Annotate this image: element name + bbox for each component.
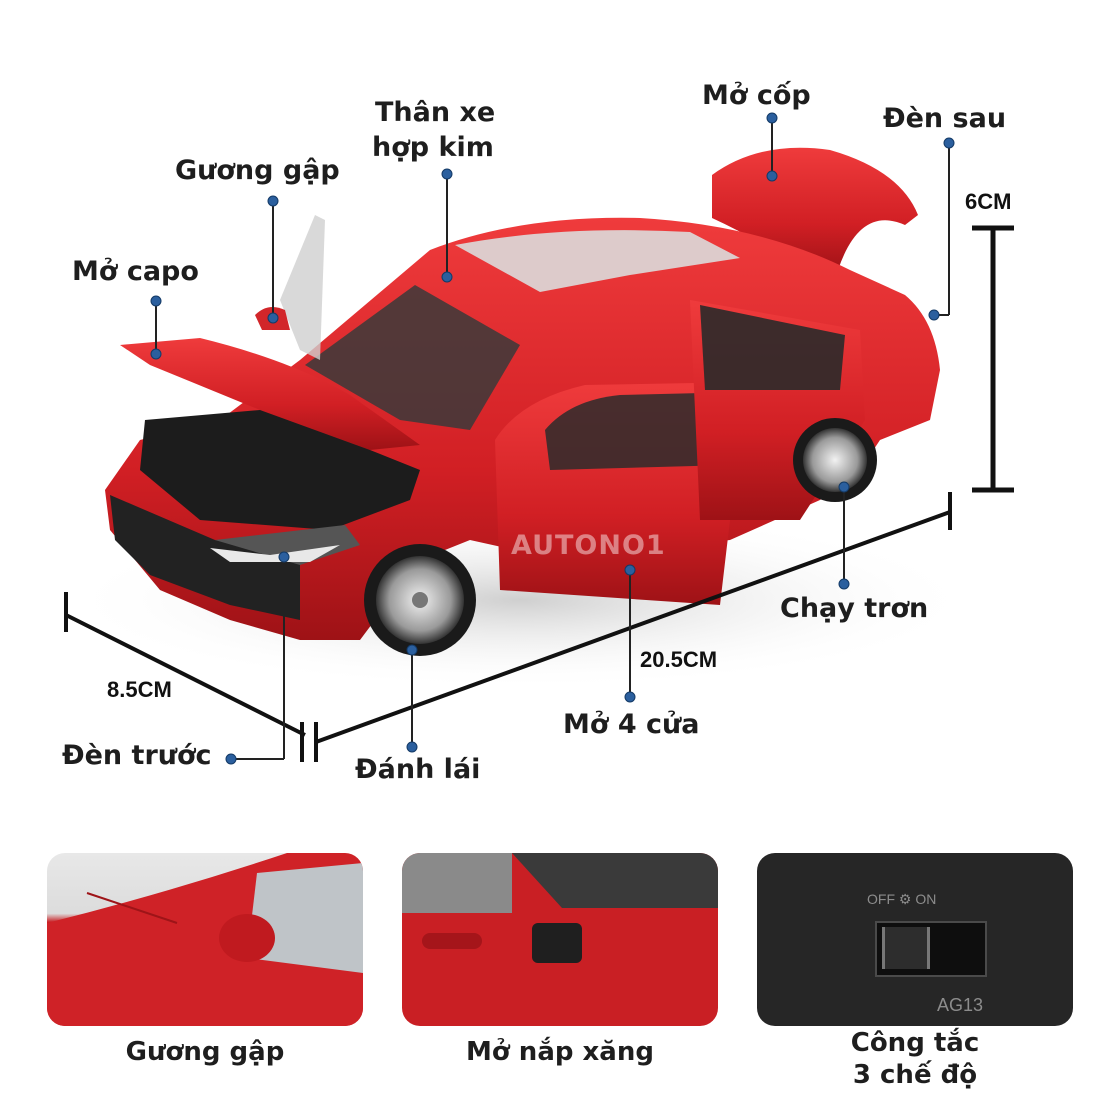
dimension-width: 8.5CM bbox=[107, 677, 172, 702]
callout-dot bbox=[267, 195, 279, 207]
thumbnail-fuel-cap bbox=[402, 853, 718, 1026]
leader-line bbox=[155, 301, 157, 354]
callout-dot bbox=[441, 271, 453, 283]
leader-line bbox=[629, 570, 631, 697]
callout-mo-capo: Mở capo bbox=[72, 256, 199, 287]
callout-dot bbox=[278, 551, 290, 563]
dimension-height: 6CM bbox=[965, 189, 1012, 214]
switch-knob bbox=[882, 927, 930, 969]
callout-guong-gap: Gương gập bbox=[175, 155, 340, 186]
leader-line bbox=[948, 143, 950, 315]
callout-than-xe-line2: hợp kim bbox=[372, 132, 494, 163]
callout-dot bbox=[406, 644, 418, 656]
caption-switch-line1: Công tắc bbox=[850, 1028, 980, 1058]
callout-dot bbox=[838, 578, 850, 590]
callout-danh-lai: Đánh lái bbox=[355, 754, 481, 785]
switch-label: OFF ⚙ ON bbox=[867, 891, 937, 907]
callout-than-xe-line1: Thân xe bbox=[375, 97, 496, 128]
leader-line bbox=[283, 557, 285, 759]
leader-line bbox=[771, 118, 773, 176]
caption-mirror: Gương gập bbox=[125, 1037, 285, 1067]
fuel-cap-photo bbox=[402, 853, 718, 963]
callout-dot bbox=[267, 312, 279, 324]
thumbnail-switch: OFF ⚙ ON AG13 bbox=[757, 853, 1073, 1026]
callout-dot bbox=[624, 564, 636, 576]
model-code: AG13 bbox=[937, 995, 984, 1015]
callout-dot bbox=[150, 295, 162, 307]
caption-switch-line2: 3 chế độ bbox=[852, 1060, 978, 1090]
callout-den-sau: Đèn sau bbox=[883, 103, 1007, 134]
watermark: AUTONO1 bbox=[511, 530, 666, 561]
car-illustration bbox=[60, 147, 1014, 762]
leader-line bbox=[934, 314, 949, 316]
callout-dot bbox=[624, 691, 636, 703]
caption-fuel-cap: Mở nắp xăng bbox=[466, 1037, 654, 1067]
callout-dot bbox=[766, 170, 778, 182]
callout-dot bbox=[406, 741, 418, 753]
leader-line bbox=[411, 650, 413, 747]
callout-dot bbox=[928, 309, 940, 321]
callout-mo-cop: Mở cốp bbox=[702, 80, 811, 111]
callout-mo-4-cua: Mở 4 cửa bbox=[563, 709, 700, 740]
mirror-photo bbox=[47, 853, 363, 1026]
callout-chay-tron: Chạy trơn bbox=[780, 593, 929, 624]
leader-line bbox=[843, 487, 845, 584]
callout-dot bbox=[943, 137, 955, 149]
thumbnail-mirror bbox=[47, 853, 363, 1026]
dimension-length: 20.5CM bbox=[640, 647, 718, 672]
callout-dot bbox=[150, 348, 162, 360]
callout-dot bbox=[441, 168, 453, 180]
callout-dot bbox=[766, 112, 778, 124]
leader-line bbox=[231, 758, 284, 760]
leader-line bbox=[272, 201, 274, 318]
callout-dot bbox=[838, 481, 850, 493]
callout-den-truoc: Đèn trước bbox=[62, 740, 212, 771]
callout-dot bbox=[225, 753, 237, 765]
leader-line bbox=[446, 174, 448, 277]
